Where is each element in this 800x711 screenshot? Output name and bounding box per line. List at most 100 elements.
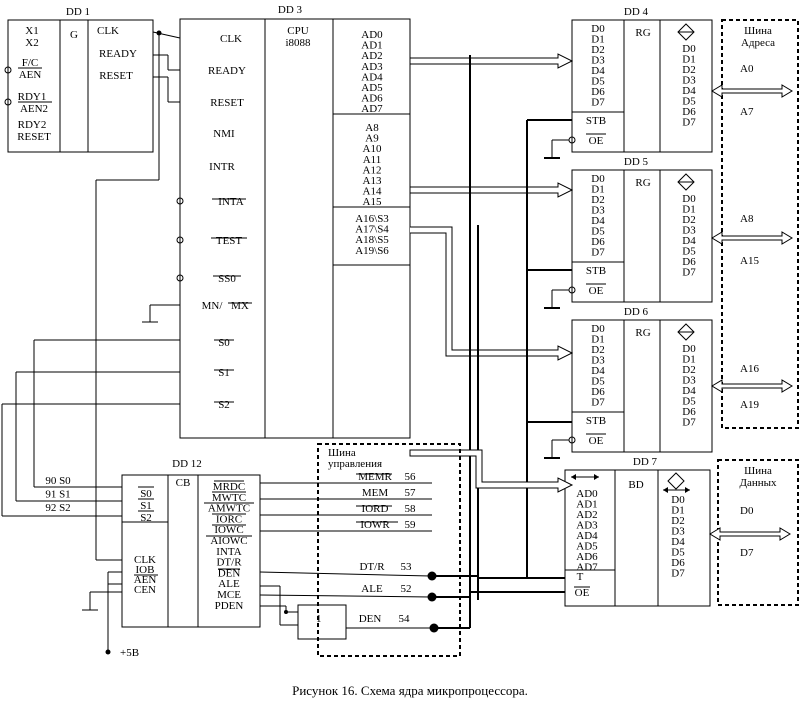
dd12-title: DD 12 [172, 458, 202, 470]
dd1-pin-aen: AEN [19, 69, 42, 81]
register-output: D6 [682, 256, 696, 268]
dd3-pin-left: READY [208, 65, 246, 77]
dd3-pin-left: INTA [218, 196, 243, 208]
register-input: D0 [591, 173, 605, 185]
dd7-pin-right: D1 [671, 505, 684, 517]
dd12-pin-output: DT/R [216, 557, 242, 569]
dd3-pin-right: A9 [365, 133, 379, 145]
register-output: D0 [682, 193, 696, 205]
inverter-label: 1 [316, 613, 322, 625]
register-output: D6 [682, 406, 696, 418]
register-type: RG [635, 327, 650, 339]
dd3-pin-left: RESET [210, 97, 244, 109]
dd7-pin-left: AD2 [576, 509, 597, 521]
register-output: D1 [682, 54, 695, 66]
register-stb: STB [586, 115, 606, 127]
register-input: D0 [591, 323, 605, 335]
bottom-signal-number: 54 [399, 613, 411, 625]
dd3-pin-right: AD6 [361, 93, 383, 105]
dd1-type: G [70, 29, 78, 41]
dd3-pin-right: AD3 [361, 61, 383, 73]
register-input: D1 [591, 334, 604, 346]
dd1-pin-x1: X1 [25, 25, 38, 37]
dd7-pin-left: AD5 [576, 541, 598, 553]
dd3-pin-right: AD4 [361, 71, 383, 83]
register-output: D3 [682, 225, 696, 237]
dd3-title: DD 3 [278, 4, 303, 16]
register-input: D3 [591, 55, 605, 67]
dd7-pin-t: T [577, 571, 584, 583]
register-output: D6 [682, 106, 696, 118]
control-signal-number: 58 [405, 503, 417, 515]
register-input: D6 [591, 236, 605, 248]
power-label: +5В [120, 647, 139, 659]
register-input: D3 [591, 355, 605, 367]
status-wire-label: 92 S2 [45, 502, 70, 514]
cpu-to-latch-buses [409, 53, 574, 361]
dd12-pin-output: INTA [216, 546, 241, 558]
register-output: D2 [682, 64, 695, 76]
dd7-pin-left: AD6 [576, 551, 598, 563]
register-output: D5 [682, 246, 696, 258]
register-output: D5 [682, 396, 696, 408]
dd1-pin-clk: CLK [97, 25, 119, 37]
bottom-signal-number: 52 [401, 583, 412, 595]
dd1-pin-reset: RESET [99, 70, 133, 82]
register-input: D5 [591, 76, 605, 88]
dd7-pin-left: AD4 [576, 530, 598, 542]
register-output: D7 [682, 117, 696, 129]
dd3-pin-left: NMI [213, 128, 235, 140]
register-title: DD 4 [624, 6, 649, 18]
register-6: DD 6RGD0D1D2D3D4D5D6D7D0D1D2D3D4D5D6D7ST… [544, 306, 713, 459]
dd12-pin-output: DEN [218, 567, 241, 579]
dd1-pin-x2: X2 [25, 37, 38, 49]
dd12-pin-output: AMWTC [208, 503, 250, 515]
dd3-pin-right: A12 [363, 164, 382, 176]
register-input: D7 [591, 397, 605, 409]
bottom-signal-name: DT/R [359, 561, 385, 573]
register-output: D3 [682, 375, 696, 387]
status-wire-label: 91 S1 [45, 489, 70, 501]
dd3-pin-right: A13 [363, 175, 382, 187]
dd7-pin-right: D6 [671, 557, 685, 569]
dd3-pin-right: A18\S5 [355, 234, 389, 246]
register-oe: OE [589, 435, 604, 447]
dd3-pin-right: AD1 [361, 40, 382, 52]
register-output: D7 [682, 267, 696, 279]
address-bus-title1: Шина [744, 25, 772, 37]
register-output: D4 [682, 235, 696, 247]
dd7-pin-right: D2 [671, 515, 684, 527]
dd12-type: CB [176, 477, 191, 489]
dd3-pin-left: S2 [218, 399, 230, 411]
dd3-pin-right: A8 [365, 122, 379, 134]
dd7-title: DD 7 [633, 456, 658, 468]
dd12-pin-status: S1 [140, 500, 152, 512]
data-bus-title1: Шина [744, 465, 772, 477]
address-bus-title2: Адреса [741, 37, 775, 49]
bottom-signal-name: DEN [359, 613, 382, 625]
register-input: D7 [591, 97, 605, 109]
dd12-pin-output: MCE [217, 589, 241, 601]
register-output: D0 [682, 43, 696, 55]
dd3-pin-right: A19\S6 [355, 245, 389, 257]
dd1-pin-aen2: AEN2 [20, 103, 48, 115]
dd3-pin-right: AD2 [361, 50, 382, 62]
dd12-pin-output: AIOWC [210, 535, 247, 547]
address-latches: DD 4RGD0D1D2D3D4D5D6D7D0D1D2D3D4D5D6D7ST… [544, 6, 713, 459]
dd1-pin-reset-in: RESET [17, 131, 51, 143]
register-oe: OE [589, 285, 604, 297]
figure-caption: Рисунок 16. Схема ядра микропроцессора. [292, 683, 528, 698]
dd3-model: i8088 [285, 37, 311, 49]
dd7-type: BD [628, 479, 643, 491]
register-input: D3 [591, 205, 605, 217]
address-label-a15: A15 [740, 255, 759, 267]
register-input: D4 [591, 65, 605, 77]
dd3-pin-left: MX [231, 300, 249, 312]
register-type: RG [635, 177, 650, 189]
dd7-pin-right: D4 [671, 536, 685, 548]
